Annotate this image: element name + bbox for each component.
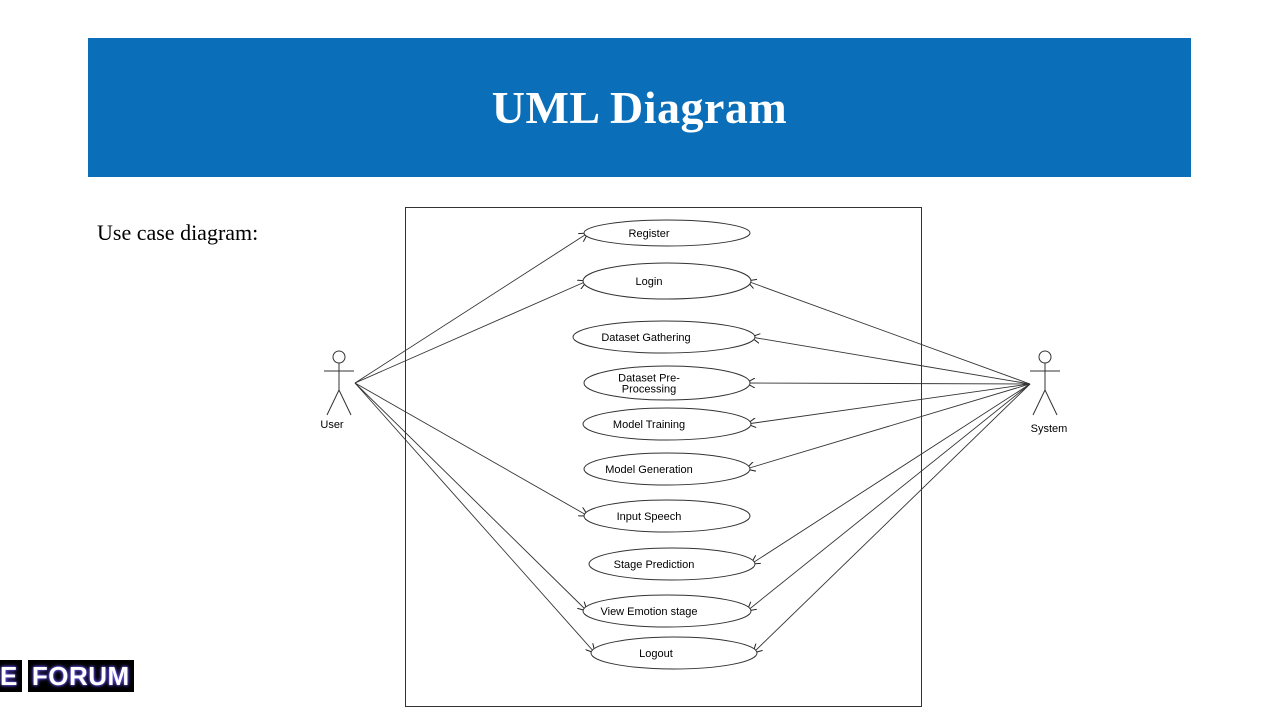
use-case-ellipse (572, 320, 756, 354)
association-system-view-emotion-stage (747, 383, 1031, 611)
use-case-dataset-preprocessing: Dataset Pre-Processing (583, 365, 751, 401)
system-boundary (405, 207, 922, 707)
use-case-label: Login (636, 276, 663, 288)
title-banner: UML Diagram (88, 38, 1191, 177)
use-case-ellipse (582, 594, 752, 628)
watermark-right: FORUM (27, 660, 134, 692)
actor-left-leg (1032, 389, 1046, 416)
use-case-register: Register (583, 219, 751, 247)
use-case-input-speech: Input Speech (583, 499, 751, 533)
association-user-logout (354, 382, 595, 653)
diagram-caption: Use case diagram: (97, 220, 259, 245)
slide-title: UML Diagram (491, 82, 788, 133)
use-case-label: Stage Prediction (614, 559, 695, 571)
use-case-login: Login (582, 262, 752, 300)
use-case-stage-prediction: Stage Prediction (588, 547, 756, 581)
use-case-label: Processing (622, 384, 676, 396)
actor-user: User (320, 350, 354, 431)
use-case-label: Register (629, 228, 670, 240)
use-case-label: Dataset Gathering (601, 332, 690, 344)
association-system-model-generation (746, 383, 1031, 469)
association-user-register (354, 233, 588, 384)
use-case-ellipse (590, 636, 758, 670)
use-case-label: Model Generation (605, 464, 692, 476)
association-system-dataset-gathering (751, 337, 1031, 385)
use-case-view-emotion-stage: View Emotion stage (582, 594, 752, 628)
association-user-view-emotion-stage (354, 382, 587, 611)
association-system-dataset-preprocessing (746, 383, 1031, 384)
actor-label: System (1031, 423, 1068, 435)
use-case-dataset-gathering: Dataset Gathering (572, 320, 756, 354)
use-case-label: Input Speech (617, 511, 682, 523)
association-user-input-speech (354, 382, 588, 516)
association-user-login (354, 281, 587, 384)
actor-label: User (320, 419, 344, 431)
use-case-logout: Logout (590, 636, 758, 670)
use-case-label: Model Training (613, 419, 685, 431)
use-case-ellipse (583, 499, 751, 533)
use-case-model-generation: Model Generation (583, 452, 751, 486)
actor-head (332, 350, 346, 364)
use-case-ellipse (583, 452, 751, 486)
use-case-ellipse (588, 547, 756, 581)
association-system-model-training (747, 383, 1031, 424)
association-system-logout (753, 383, 1031, 653)
use-case-label: Logout (639, 648, 673, 660)
use-case-label: View Emotion stage (600, 606, 697, 618)
actor-right-leg (1044, 389, 1058, 416)
actor-head (1038, 350, 1052, 364)
use-case-model-training: Model Training (582, 407, 752, 441)
watermark-left: E (0, 660, 22, 692)
association-system-login (747, 281, 1031, 385)
association-system-stage-prediction (751, 383, 1031, 564)
use-case-ellipse (582, 262, 752, 300)
use-case-label: Dataset Pre- (618, 373, 680, 385)
actor-left-leg (326, 389, 340, 416)
use-case-ellipse (583, 365, 751, 401)
actor-right-leg (338, 389, 352, 416)
actor-system: System (1030, 350, 1068, 435)
use-case-ellipse (583, 219, 751, 247)
use-case-ellipse (582, 407, 752, 441)
watermark: E FORUM (0, 660, 134, 692)
